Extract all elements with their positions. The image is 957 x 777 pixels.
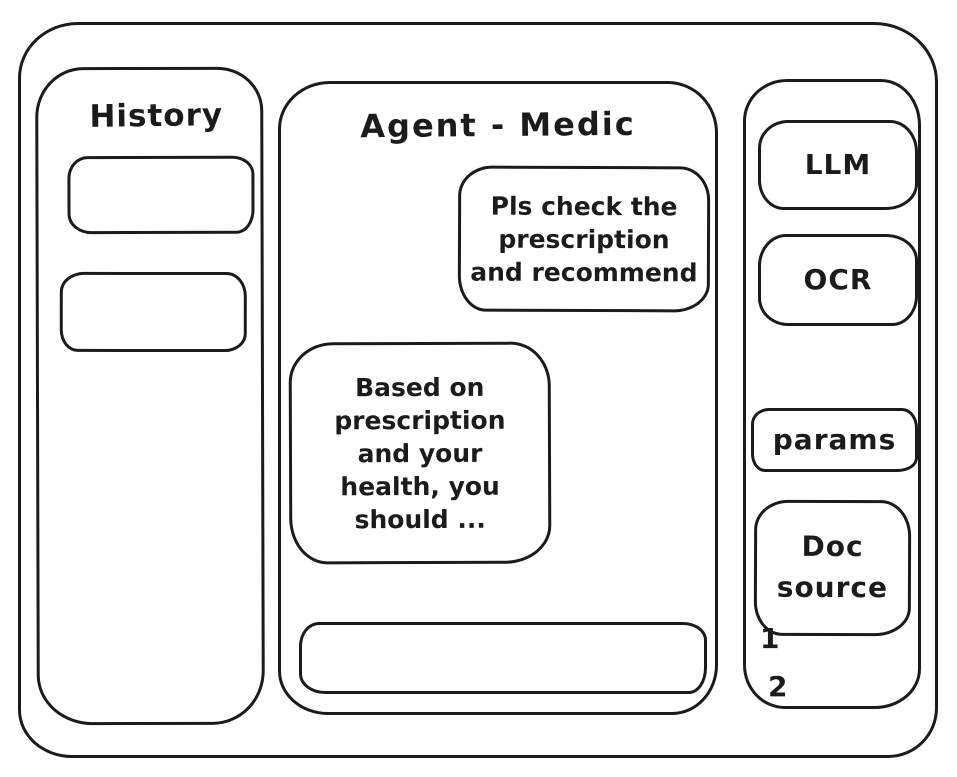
history-panel: History xyxy=(35,66,265,726)
llm-button[interactable]: LLM xyxy=(758,120,918,210)
history-title: History xyxy=(89,97,224,135)
annotation-2: 2 xyxy=(768,670,788,703)
user-message-bubble: Pls check the prescription and recommend xyxy=(457,165,711,313)
params-button-label: params xyxy=(772,422,897,456)
params-button[interactable]: params xyxy=(751,408,918,472)
ocr-button[interactable]: OCR xyxy=(758,234,918,326)
agent-message-text: Based on prescription and your health, y… xyxy=(334,372,506,534)
ocr-button-label: OCR xyxy=(803,262,873,296)
history-item[interactable] xyxy=(59,271,247,353)
llm-button-label: LLM xyxy=(804,147,872,181)
tools-panel: LLM OCR params Doc source 1 2 xyxy=(743,79,921,709)
annotation-1: 1 xyxy=(760,622,780,655)
page-title: Agent - Medic xyxy=(360,104,636,146)
app-frame: History Agent - Medic Pls check the pres… xyxy=(18,22,938,758)
doc-source-button-label: Doc source xyxy=(776,530,889,605)
history-item[interactable] xyxy=(67,155,255,235)
agent-message-bubble: Based on prescription and your health, y… xyxy=(288,341,552,565)
message-input[interactable] xyxy=(299,622,707,694)
user-message-text: Pls check the prescription and recommend xyxy=(470,191,698,287)
chat-panel: Agent - Medic Pls check the prescription… xyxy=(278,81,718,715)
doc-source-button[interactable]: Doc source xyxy=(753,499,912,637)
